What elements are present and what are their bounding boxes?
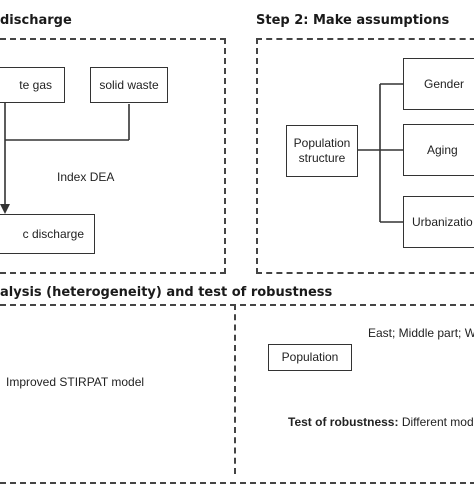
population-node: Population <box>268 344 352 371</box>
step2-dashed-box <box>256 38 474 274</box>
discharge-label: c discharge <box>22 226 84 241</box>
waste-gas-label: te gas <box>19 77 52 92</box>
robustness-line: Test of robustness: Different mode <box>288 415 474 429</box>
gender-label: Gender <box>424 76 465 91</box>
step1-dashed-box <box>0 38 226 274</box>
regions-label: East; Middle part; W <box>368 326 474 340</box>
solid-waste-node: solid waste <box>90 67 168 103</box>
population-structure-node: Population structure <box>286 125 358 177</box>
robustness-bold-label: Test of robustness: <box>288 415 399 429</box>
discharge-node: c discharge <box>0 214 95 254</box>
stirpat-label: Improved STIRPAT model <box>6 375 145 389</box>
step2-heading: Step 2: Make assumptions <box>256 13 450 28</box>
gender-node: Gender <box>403 58 474 110</box>
solid-waste-label: solid waste <box>99 77 159 92</box>
population-label: Population <box>281 350 339 364</box>
robustness-rest-label: Different mode <box>401 415 474 429</box>
connector-lines <box>0 83 403 223</box>
urbanization-label: Urbanizatio <box>412 214 473 229</box>
step3-heading: alysis (heterogeneity) and test of robus… <box>0 285 333 300</box>
step3-divider <box>234 304 236 474</box>
index-dea-label: Index DEA <box>57 170 115 184</box>
step1-heading: discharge <box>0 13 72 28</box>
population-structure-label: Population structure <box>293 136 351 165</box>
aging-label: Aging <box>427 142 458 157</box>
urbanization-node: Urbanizatio <box>403 196 474 248</box>
waste-gas-node: te gas <box>0 67 65 103</box>
aging-node: Aging <box>403 124 474 176</box>
